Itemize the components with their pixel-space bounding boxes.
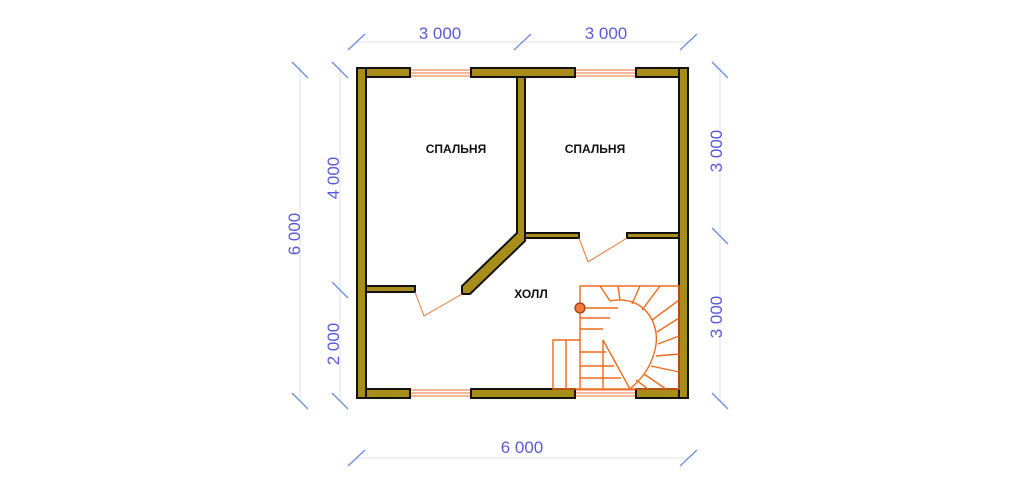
dimension-top-right: 3 000 [585, 24, 628, 43]
dimension-left-outer: 6 000 [285, 213, 304, 256]
staircase [552, 285, 680, 390]
dimension-top-left: 3 000 [419, 24, 462, 43]
window-bottom-right [575, 389, 636, 397]
exterior-walls [356, 67, 689, 399]
room-label-bedroom-left: СПАЛЬНЯ [426, 142, 486, 156]
window-top-left [410, 69, 471, 77]
window-top-right [575, 69, 636, 77]
dimension-right-lower: 3 000 [707, 296, 726, 339]
dimension-right-upper: 3 000 [707, 130, 726, 173]
window-bottom-left [410, 389, 471, 397]
room-label-hall: ХОЛЛ [514, 287, 548, 301]
dimension-bottom: 6 000 [501, 438, 544, 457]
stair-post-icon [574, 302, 586, 314]
door-left-bedroom [414, 291, 425, 317]
room-label-bedroom-right: СПАЛЬНЯ [565, 142, 625, 156]
dimension-left-upper: 4 000 [324, 157, 343, 200]
door-right-bedroom [578, 237, 589, 263]
interior-walls [365, 76, 680, 295]
doors [414, 237, 628, 317]
dimension-ticks [291, 33, 729, 467]
windows [410, 69, 636, 397]
extension-lines [299, 41, 721, 459]
dimension-left-lower: 2 000 [324, 323, 343, 366]
